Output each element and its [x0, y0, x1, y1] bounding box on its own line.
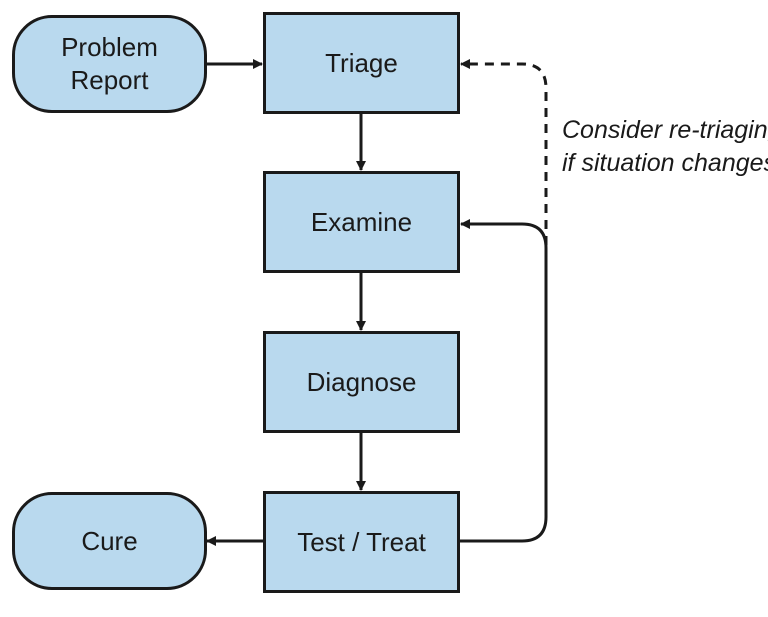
annotation-line-2: if situation changes [562, 149, 768, 177]
examine-label: Examine [310, 206, 413, 237]
diagnose-node: Diagnose [263, 331, 460, 433]
dashed-arrow-retriage-to-triage [460, 59, 548, 245]
cure-label: Cure [81, 525, 138, 556]
test-treat-node: Test / Treat [263, 491, 460, 593]
annotation-line-1: Consider re-triaging [562, 116, 768, 144]
test-treat-label: Test / Treat [297, 526, 426, 557]
diagnose-label: Diagnose [306, 366, 417, 397]
triage-node: Triage [263, 12, 460, 114]
problem-report-label: Problem Report [61, 32, 158, 95]
triage-label: Triage [325, 47, 398, 78]
retriage-annotation: Consider re-triaging if situation change… [562, 114, 768, 180]
problem-report-node: Problem Report [12, 15, 207, 113]
examine-node: Examine [263, 171, 460, 273]
arrow-test-treat-loop-to-examine [460, 219, 548, 543]
cure-node: Cure [12, 492, 207, 590]
